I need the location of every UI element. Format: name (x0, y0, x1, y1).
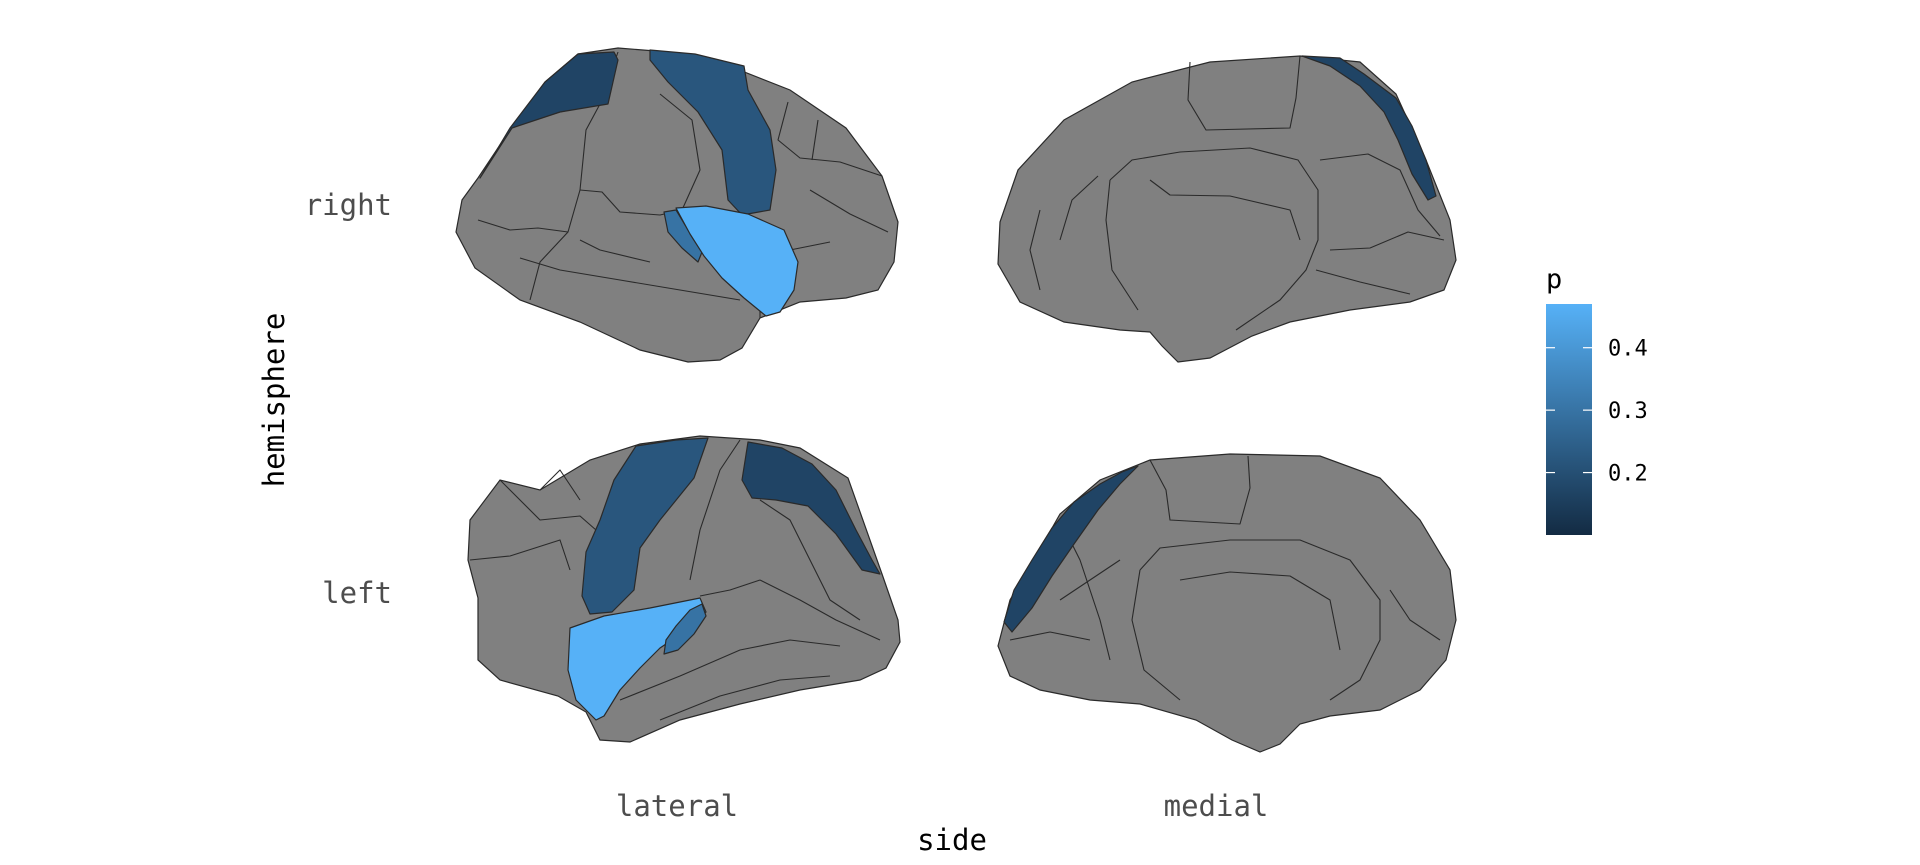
y-axis-title: hemisphere (257, 313, 291, 488)
sulcus-line (1009, 631, 1091, 641)
region-superior-parietal (1003, 465, 1139, 633)
sulcus-line (809, 189, 889, 233)
region-superior-temporal (567, 597, 707, 721)
outline-right-medial (997, 55, 1457, 363)
sulcus-line (659, 675, 831, 721)
sulcus-line (1131, 569, 1181, 701)
sulcus-line (689, 439, 741, 581)
sulcus-line (659, 93, 701, 211)
legend-tick-label: 0.4 (1608, 337, 1648, 362)
sulcus-line (1149, 179, 1301, 241)
row-label-left: left (322, 576, 392, 610)
legend: p 0.4 0.3 0.2 (1546, 264, 1648, 535)
outline-right-lateral (455, 47, 899, 363)
sulcus-line (759, 579, 881, 641)
sulcus-line (469, 539, 571, 571)
sulcus-line (619, 639, 841, 701)
sulcus-line (759, 499, 861, 621)
sulcus-line (1329, 231, 1445, 251)
brain-left-medial (997, 453, 1457, 753)
brain-left-lateral (467, 435, 901, 743)
outline-left-medial (997, 453, 1457, 753)
region-transverse-temporal (663, 209, 703, 263)
region-transverse-temporal (663, 603, 707, 655)
sulcus-line (1149, 455, 1251, 525)
sulcus-line (811, 119, 819, 161)
legend-colorbar (1546, 304, 1592, 535)
region-superior-temporal (675, 205, 799, 317)
sulcus-line (499, 479, 597, 531)
legend-tick-label: 0.2 (1608, 462, 1648, 487)
region-superior-parietal (741, 441, 881, 575)
sulcus-line (1105, 179, 1139, 311)
sulcus-line (1139, 539, 1381, 701)
sulcus-line (1179, 571, 1341, 651)
sulcus-line (1187, 55, 1301, 131)
brain-right-medial (997, 55, 1457, 363)
region-precentral (581, 437, 709, 615)
sulcus-line (1315, 269, 1411, 295)
sulcus-line (579, 239, 651, 263)
sulcus-line (1319, 153, 1441, 237)
sulcus-line (1109, 147, 1319, 331)
brain-right-lateral (455, 47, 899, 363)
legend-title: p (1546, 264, 1562, 295)
col-label-lateral: lateral (616, 789, 738, 823)
sulcus-line (1389, 589, 1441, 641)
sulcus-line (519, 257, 741, 301)
sulcus-line (777, 101, 883, 177)
sulcus-line (1059, 175, 1099, 241)
legend-tick-label: 0.3 (1608, 399, 1648, 424)
sulcus-line (1029, 209, 1041, 291)
row-label-right: right (305, 188, 392, 222)
region-caudal-middle-frontal (479, 51, 619, 179)
sulcus-line (529, 231, 569, 301)
region-superior-parietal (1301, 55, 1437, 201)
sulcus-line (539, 469, 581, 501)
region-precentral (649, 49, 777, 216)
sulcus-line (699, 579, 761, 597)
x-axis-title: side (917, 823, 987, 857)
sulcus-line (1059, 559, 1121, 601)
col-label-medial: medial (1164, 789, 1269, 823)
legend-ticks: 0.4 0.3 0.2 (1546, 337, 1648, 487)
